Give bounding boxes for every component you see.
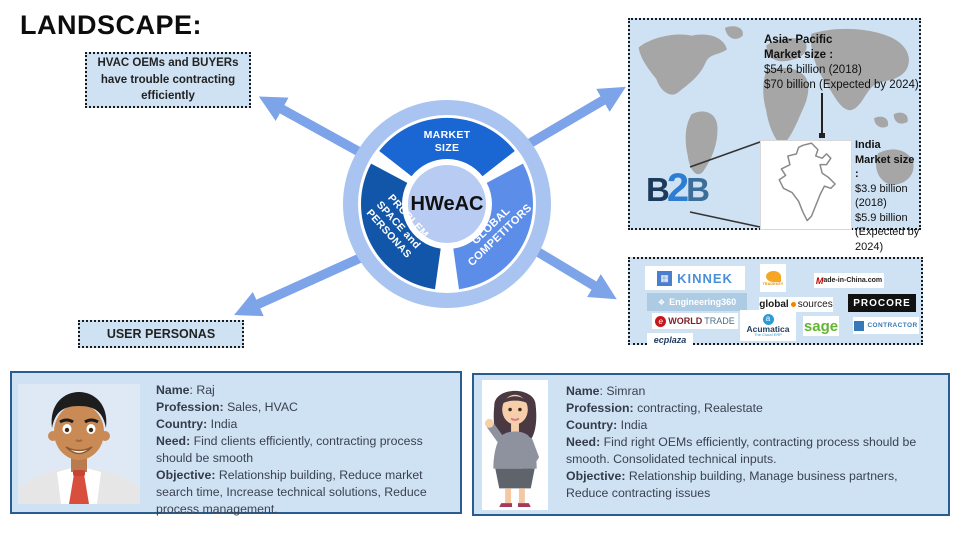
raj-avatar-image	[19, 384, 139, 504]
logo-acumatica: a Acumatica The Cloud ERP	[740, 310, 796, 341]
acumatica-icon: a	[762, 313, 774, 325]
market-size-label: MARKET SIZE	[423, 129, 471, 154]
simran-country: Country: India	[566, 417, 648, 432]
tradekey-icon	[765, 270, 781, 282]
simran-details: Name: Simran Profession: contracting, Re…	[566, 383, 942, 502]
world-map	[638, 26, 914, 185]
market-size-box: Asia- Pacific Market size : $54.6 billio…	[628, 18, 921, 253]
page-title: LANDSCAPE:	[20, 10, 203, 40]
segment-global-competitors	[453, 163, 534, 290]
logo-contractor: CONTRACTOR	[853, 317, 919, 334]
simran-avatar-image	[482, 380, 548, 510]
simran-need: Need: Find right OEMs efficiently, contr…	[566, 434, 917, 466]
global-sources-dot-icon	[790, 302, 796, 307]
engineering360-icon: ❖	[657, 297, 666, 307]
raj-details: Name: Raj Profession: Sales, HVAC Countr…	[156, 382, 454, 518]
persona-card-raj: Name: Raj Profession: Sales, HVAC Countr…	[10, 371, 462, 516]
logo-procore: PROCORE	[848, 294, 916, 312]
b2b-logo: B2B	[646, 166, 710, 210]
hub-center-circle	[408, 165, 486, 243]
asia-pacific-stats: Asia- Pacific Market size : $54.6 billio…	[764, 34, 919, 91]
raj-name: Name: Raj	[156, 383, 215, 397]
india-outline	[778, 142, 836, 222]
logo-global-sources: global sources	[759, 297, 833, 312]
user-personas-box: USER PERSONAS	[78, 320, 244, 348]
hub-donut	[343, 100, 551, 308]
india-map-inset	[760, 140, 852, 230]
simran-name: Name: Simran	[566, 384, 646, 398]
worldtrade-icon: e	[655, 315, 667, 327]
logo-ecplaza: ecplaza	[647, 333, 693, 346]
connector-line	[819, 93, 825, 138]
logo-kinnek: ▦ KINNEK	[645, 266, 745, 290]
logo-tradekey: TRADEKEY	[760, 264, 786, 292]
contractor-icon	[854, 320, 865, 331]
hub-center-label: HWeAC	[410, 193, 484, 215]
raj-avatar	[18, 384, 140, 504]
raj-need: Need: Find clients efficiently, contract…	[156, 433, 423, 465]
india-stats: India Market size : $3.9 billion (2018) …	[855, 139, 920, 253]
problem-statement-text: HVAC OEMs and BUYERs have trouble contra…	[97, 56, 239, 103]
segment-problem-space	[360, 163, 441, 290]
user-personas-label: USER PERSONAS	[106, 327, 216, 341]
kinnek-icon: ▦	[657, 270, 673, 286]
simran-avatar	[482, 380, 548, 510]
callout-lines	[689, 141, 761, 228]
logo-sage: sage	[803, 316, 839, 336]
raj-objective: Objective: Relationship building, Reduce…	[156, 467, 427, 516]
segment-market-size	[379, 117, 515, 177]
simran-profession: Profession: contracting, Realestate	[566, 400, 763, 415]
logo-engineering360: ❖ Engineering360	[647, 293, 747, 311]
simran-objective: Objective: Relationship building, Manage…	[566, 468, 898, 500]
problem-statement-box: HVAC OEMs and BUYERs have trouble contra…	[85, 52, 251, 108]
raj-country: Country: India	[156, 416, 238, 431]
persona-card-simran: Name: Simran Profession: contracting, Re…	[472, 373, 950, 516]
hub-diagram: MARKET SIZE PROBLEM SPACE and PERSONAS G…	[337, 94, 557, 314]
raj-profession: Profession: Sales, HVAC	[156, 399, 298, 414]
